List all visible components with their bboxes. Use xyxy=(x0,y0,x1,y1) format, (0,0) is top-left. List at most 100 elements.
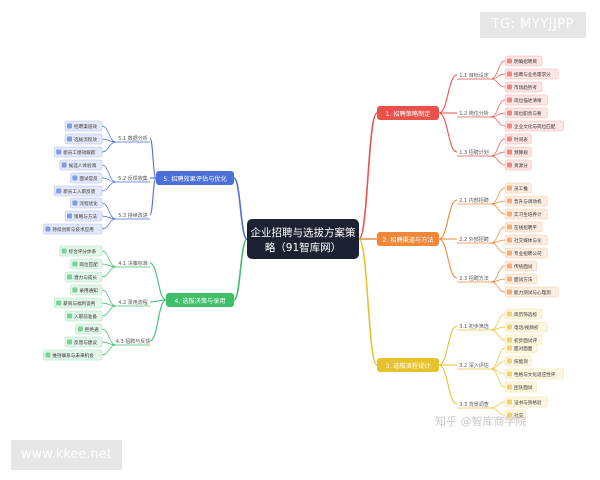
leaf-label: 技能测 xyxy=(514,358,528,365)
leaf-node[interactable] xyxy=(504,342,537,354)
leaf-label: 员工推 xyxy=(514,185,528,192)
branch-node[interactable] xyxy=(377,106,439,120)
leaf-node[interactable] xyxy=(504,55,543,67)
leaf-icon xyxy=(56,149,62,155)
leaf-label: 岗位描述清晰 xyxy=(514,97,542,104)
connector-line xyxy=(101,218,117,230)
sub-branch-label: 2.3 招聘方法 xyxy=(459,275,489,282)
leaf-node[interactable] xyxy=(64,310,103,322)
leaf-icon xyxy=(67,339,72,345)
leaf-node[interactable] xyxy=(504,381,537,393)
leaf-node[interactable] xyxy=(504,286,559,298)
sub-branch-label: 3.3 背景调查 xyxy=(459,401,489,408)
leaf-label: 市场趋势考 xyxy=(514,84,537,91)
leaf-icon xyxy=(507,311,512,317)
leaf-node[interactable] xyxy=(70,197,103,209)
leaf-label: 传统面试 xyxy=(514,263,533,270)
leaf-node[interactable] xyxy=(70,172,103,184)
branch-node[interactable] xyxy=(156,171,234,185)
leaf-icon xyxy=(67,274,72,280)
leaf-label: 社交媒体与论 xyxy=(514,237,542,244)
connector-line xyxy=(233,177,248,240)
leaf-label: 晋升与调动机 xyxy=(514,198,542,205)
leaf-node[interactable] xyxy=(43,349,103,361)
leaf-node[interactable] xyxy=(64,271,103,283)
leaf-node[interactable] xyxy=(504,321,548,333)
leaf-node[interactable] xyxy=(59,245,103,257)
leaf-label: 招聘与业务需求分 xyxy=(514,71,551,78)
leaf-node[interactable] xyxy=(64,120,103,132)
connector-line xyxy=(490,313,506,331)
leaf-node[interactable] xyxy=(504,355,532,367)
leaf-node[interactable] xyxy=(504,273,537,285)
leaf-node[interactable] xyxy=(53,297,103,309)
leaf-node[interactable] xyxy=(53,146,103,158)
leaf-icon xyxy=(507,384,512,390)
leaf-label: 策略与方法 xyxy=(74,213,97,220)
leaf-node[interactable] xyxy=(75,323,103,335)
leaf-node[interactable] xyxy=(43,223,103,235)
leaf-icon xyxy=(507,136,512,142)
leaf-node[interactable] xyxy=(504,308,543,320)
leaf-icon xyxy=(56,188,62,194)
leaf-node[interactable] xyxy=(504,182,532,194)
leaf-node[interactable] xyxy=(504,120,564,132)
leaf-node[interactable] xyxy=(504,146,532,158)
leaf-icon xyxy=(507,412,512,418)
leaf-icon xyxy=(72,287,78,293)
leaf-node[interactable] xyxy=(504,247,548,259)
leaf-node[interactable] xyxy=(59,159,103,171)
leaf-node[interactable] xyxy=(504,208,548,220)
branch-node[interactable] xyxy=(377,358,439,372)
leaf-label: 电话/视频初 xyxy=(514,324,539,331)
leaf-node[interactable] xyxy=(504,159,532,171)
leaf-icon xyxy=(507,185,512,191)
leaf-label: 资源分 xyxy=(514,162,528,169)
connector-line xyxy=(101,164,117,183)
leaf-node[interactable] xyxy=(504,94,548,106)
connector-line xyxy=(490,265,506,283)
leaf-icon xyxy=(45,352,51,358)
connector-line xyxy=(438,199,458,240)
leaf-icon xyxy=(507,345,512,351)
watermark-tg: TG: MYYJJPP xyxy=(479,12,586,38)
leaf-label: 岗位职责与要 xyxy=(514,110,542,117)
connector-line xyxy=(490,278,506,283)
leaf-node[interactable] xyxy=(504,68,559,80)
leaf-node[interactable] xyxy=(504,195,548,207)
leaf-node[interactable] xyxy=(64,336,103,348)
leaf-node[interactable] xyxy=(70,258,103,270)
leaf-node[interactable] xyxy=(504,133,532,145)
leaf-icon xyxy=(507,250,512,256)
branch-node[interactable] xyxy=(377,232,439,246)
leaf-node[interactable] xyxy=(53,185,103,197)
leaf-icon xyxy=(507,237,512,243)
leaf-node[interactable] xyxy=(70,284,103,296)
leaf-label: 招聘渠道效 xyxy=(74,123,97,130)
central-node[interactable]: 企业招聘与选拔方案策 略（91智库网） xyxy=(247,219,359,259)
sub-branch-label: 1.2 岗位分析 xyxy=(459,110,489,117)
sub-branch-label: 1.3 招聘计划 xyxy=(459,149,489,156)
watermark-site: www.kkee.net xyxy=(11,440,122,470)
connector-line xyxy=(490,407,506,416)
leaf-node[interactable] xyxy=(64,210,103,222)
connector-line xyxy=(438,364,458,405)
central-title-line1: 企业招聘与选拔方案策 xyxy=(251,226,356,239)
connector-line xyxy=(149,299,167,303)
leaf-node[interactable] xyxy=(504,396,548,408)
branch-node[interactable] xyxy=(166,293,234,307)
leaf-node[interactable] xyxy=(504,234,548,246)
leaf-node[interactable] xyxy=(504,368,564,380)
leaf-node[interactable] xyxy=(504,81,543,93)
leaf-node[interactable] xyxy=(64,133,103,145)
leaf-node[interactable] xyxy=(504,107,548,119)
connector-line xyxy=(490,329,506,341)
leaf-node[interactable] xyxy=(504,260,537,272)
branch-label: 1. 招聘策略制定 xyxy=(386,110,431,118)
leaf-icon xyxy=(507,224,512,230)
sub-branch-label: 4.1 决策标准 xyxy=(118,260,148,267)
leaf-label: 潜力与成长 xyxy=(74,274,97,281)
leaf-node[interactable] xyxy=(504,221,543,233)
connector-line xyxy=(490,347,506,370)
